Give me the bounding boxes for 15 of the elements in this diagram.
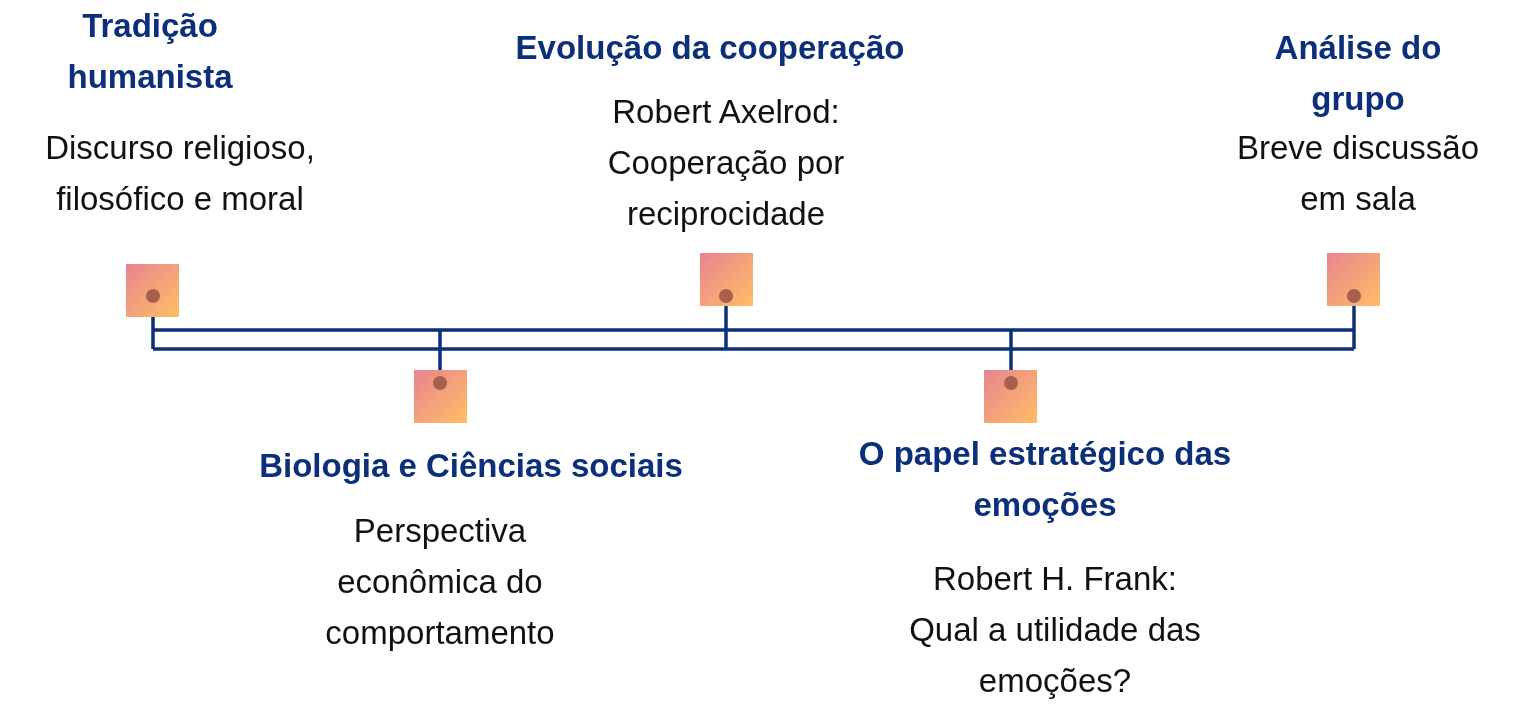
- event-description: Discurso religioso, filosófico e moral: [44, 128, 316, 219]
- event-heading: Tradição humanista: [66, 6, 234, 97]
- event-heading: Biologia e Ciências sociais: [258, 446, 684, 486]
- marker-square: [700, 253, 753, 306]
- marker-square: [126, 264, 179, 317]
- event-description: Robert Axelrod: Cooperação por reciprocidade: [606, 92, 846, 234]
- marker-square: [984, 370, 1037, 423]
- event-description: Robert H. Frank: Qual a utilidade das emoções?: [908, 559, 1202, 701]
- marker-square: [414, 370, 467, 423]
- event-heading: Evolução da cooperação: [514, 28, 906, 68]
- event-heading: O papel estratégico das emoções: [857, 434, 1233, 525]
- event-description: Breve discussão em sala: [1235, 128, 1481, 219]
- event-heading: Análise do grupo: [1273, 28, 1443, 119]
- event-description: Perspectiva econômica do comportamento: [324, 511, 556, 653]
- marker-square: [1327, 253, 1380, 306]
